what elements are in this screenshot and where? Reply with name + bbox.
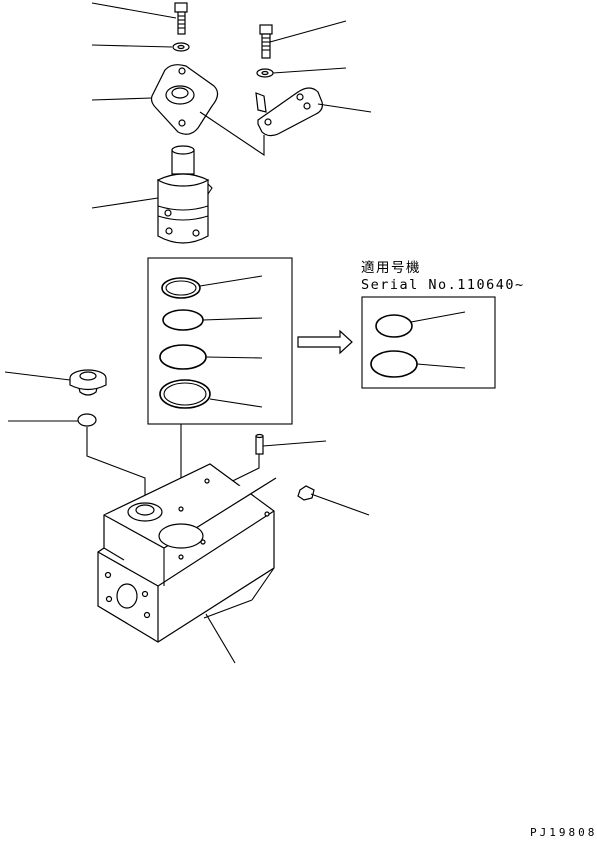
leader-washer-right xyxy=(272,67,347,74)
flange xyxy=(150,64,219,135)
drawing-code: PJ19808 xyxy=(530,826,597,839)
leader-o-ring-new-1 xyxy=(410,311,466,323)
applicability-frame xyxy=(361,296,496,389)
plug xyxy=(69,369,107,396)
bolt-right xyxy=(259,24,273,59)
plug-o-ring xyxy=(77,413,97,427)
leader-flange xyxy=(91,97,153,101)
o-ring-1 xyxy=(161,277,201,299)
leader-plug xyxy=(4,371,71,381)
leader-o-ring-1 xyxy=(199,275,263,287)
o-ring-3 xyxy=(159,344,207,370)
applicability-serial: Serial No.110640~ xyxy=(361,277,525,293)
applicability-heading: 適用号機 xyxy=(361,259,421,276)
o-ring-new-2 xyxy=(370,350,418,378)
o-ring-new-1 xyxy=(375,314,413,338)
o-ring-group-frame xyxy=(147,257,293,425)
leader-bolt-right xyxy=(269,20,347,43)
leader-pin xyxy=(262,440,327,447)
leader-washer-left xyxy=(91,44,173,48)
washer-right xyxy=(256,68,274,78)
leader-bracket xyxy=(317,103,372,113)
small-plug xyxy=(297,485,315,501)
bracket xyxy=(255,87,323,137)
pin xyxy=(255,433,264,455)
leader-bolt-left xyxy=(91,2,177,19)
leader-valve-block xyxy=(205,613,236,664)
leader-o-ring-4 xyxy=(209,398,263,408)
washer-left xyxy=(172,42,190,52)
o-ring-4 xyxy=(159,379,211,409)
leader-small-plug xyxy=(310,493,370,516)
bolt-left xyxy=(174,2,188,35)
leader-o-ring-3 xyxy=(205,356,263,359)
right-arrow-icon xyxy=(297,329,353,355)
o-ring-2 xyxy=(162,309,204,331)
leader-plug-to-block xyxy=(86,427,146,502)
leader-flange-bracket xyxy=(199,111,265,157)
valve-block xyxy=(97,463,277,643)
leader-o-ring-2 xyxy=(202,317,263,321)
valve-spool xyxy=(156,145,213,244)
leader-spool xyxy=(91,197,159,209)
leader-o-ring-new-2 xyxy=(416,363,466,369)
